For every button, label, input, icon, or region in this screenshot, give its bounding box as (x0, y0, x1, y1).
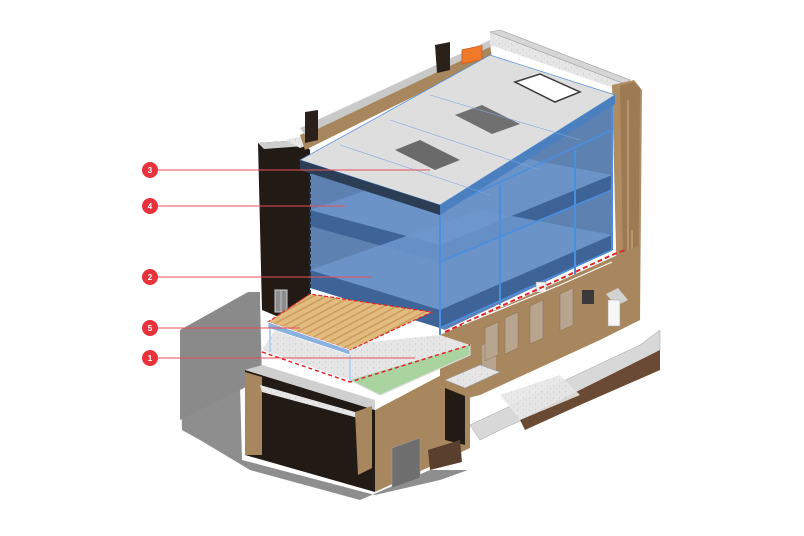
callout-4-marker[interactable] (142, 198, 158, 214)
callout-5-label: 5 (148, 324, 153, 333)
callout-1-marker[interactable] (142, 350, 158, 366)
callout-2-label: 2 (148, 273, 153, 282)
callout-3-marker[interactable] (142, 162, 158, 178)
roof-parapet (300, 29, 631, 150)
callout-1-label: 1 (148, 354, 153, 363)
sidewalk (469, 329, 661, 441)
callout-2-marker[interactable] (142, 269, 158, 285)
hvac-unit (461, 45, 483, 65)
callout-2[interactable]: 2 (142, 269, 372, 285)
callout-4-label: 4 (148, 202, 153, 211)
callout-3-label: 3 (148, 166, 153, 175)
ground-shadow (180, 292, 468, 500)
podium-block (245, 293, 501, 492)
callout-5-marker[interactable] (142, 320, 158, 336)
callout-1[interactable]: 1 (142, 350, 415, 366)
callout-5[interactable]: 5 (142, 320, 300, 336)
callout-4[interactable]: 4 (142, 198, 345, 214)
lower-facade (440, 245, 640, 405)
callouts: 3 4 2 5 1 (142, 162, 430, 366)
callout-3[interactable]: 3 (142, 162, 430, 178)
roof-slab (298, 54, 616, 215)
